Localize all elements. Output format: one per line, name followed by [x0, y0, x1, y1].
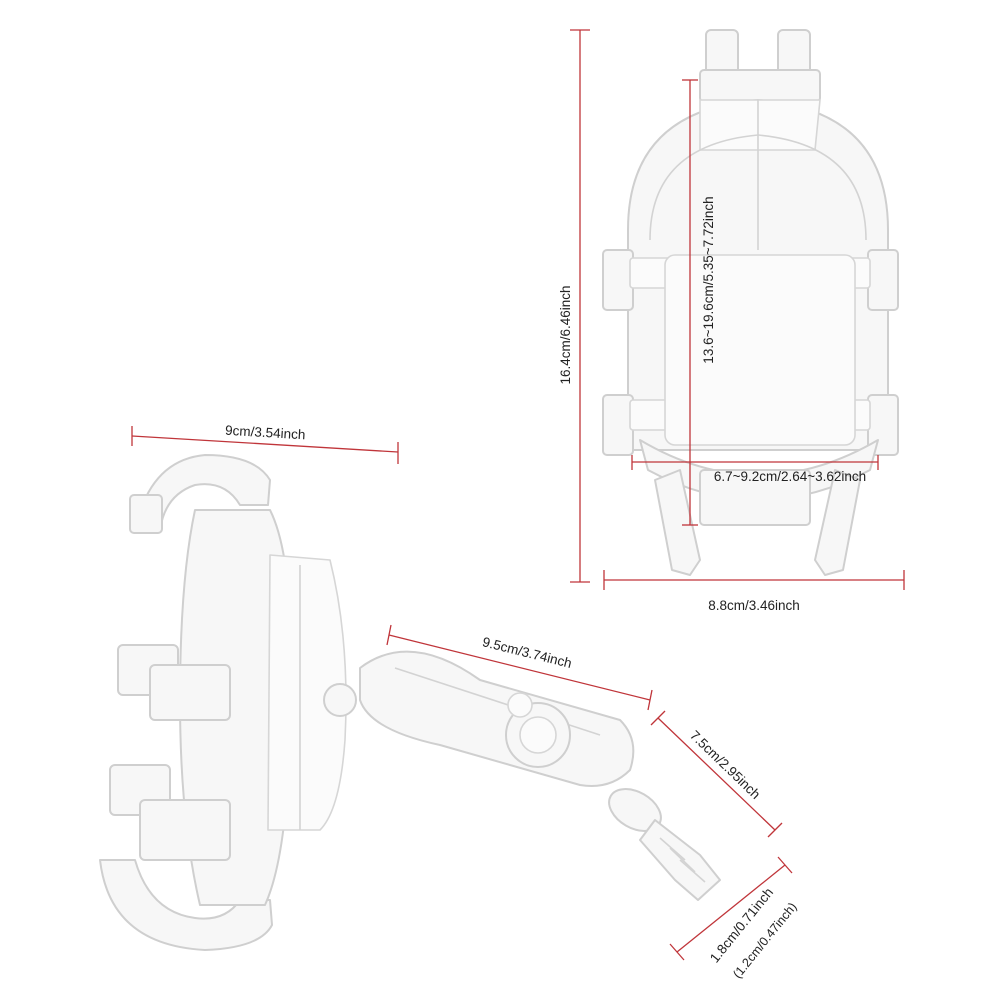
dimension-lines [131, 29, 905, 961]
lower-arm-length-label: 7.5cm/2.95inch [687, 728, 763, 802]
front-width-label: 8.8cm/3.46inch [708, 598, 800, 613]
clamp-width-label: 6.7~9.2cm/2.64~3.62inch [714, 469, 866, 484]
side-width-label: 9cm/3.54inch [225, 423, 306, 443]
arm-length-label: 9.5cm/3.74inch [481, 634, 573, 671]
front-height-label: 16.4cm/6.46inch [558, 285, 573, 384]
clamp-height-label: 13.6~19.6cm/5.35~7.72inch [701, 196, 716, 363]
screw-diameter-alt-label: (1.2cm/0.47inch) [730, 900, 799, 981]
front-view-holder [602, 29, 899, 576]
screw-diameter-label: 1.8cm/0.71inch [707, 885, 776, 966]
side-view-holder [99, 454, 721, 951]
